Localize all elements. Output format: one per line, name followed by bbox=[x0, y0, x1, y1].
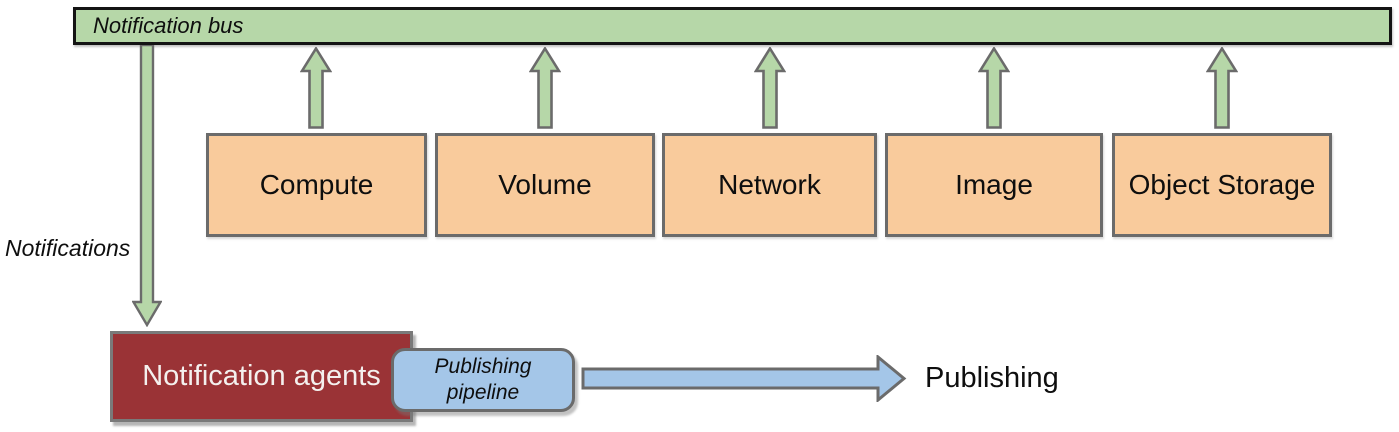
notifications-label: Notifications bbox=[5, 235, 131, 261]
publishing-label: Publishing bbox=[925, 362, 1059, 394]
service-label: Image bbox=[955, 169, 1033, 200]
publishing-right-arrow-icon bbox=[581, 355, 907, 402]
publishing-pipeline-label: Publishing pipeline bbox=[434, 354, 532, 404]
up-arrow-compute-icon bbox=[300, 47, 332, 129]
service-box-object-storage: Object Storage bbox=[1112, 133, 1332, 237]
service-label: Object Storage bbox=[1128, 169, 1316, 200]
service-box-compute: Compute bbox=[206, 133, 427, 237]
notifications-down-arrow-icon bbox=[132, 45, 162, 327]
notification-agents-box: Notification agents bbox=[110, 331, 413, 422]
up-arrow-object-storage-icon bbox=[1206, 47, 1238, 129]
notification-bus-bar: Notification bus bbox=[73, 7, 1392, 45]
service-box-image: Image bbox=[885, 133, 1103, 237]
notification-bus-label: Notification bus bbox=[93, 13, 244, 38]
service-box-volume: Volume bbox=[435, 133, 655, 237]
up-arrow-volume-icon bbox=[529, 47, 561, 129]
service-label: Volume bbox=[498, 169, 592, 200]
service-label: Network bbox=[718, 169, 821, 200]
service-box-network: Network bbox=[662, 133, 877, 237]
notification-agents-label: Notification agents bbox=[142, 360, 381, 392]
publishing-pipeline-box: Publishing pipeline bbox=[391, 348, 575, 412]
service-label: Compute bbox=[259, 169, 374, 200]
up-arrow-network-icon bbox=[754, 47, 786, 129]
up-arrow-image-icon bbox=[978, 47, 1010, 129]
